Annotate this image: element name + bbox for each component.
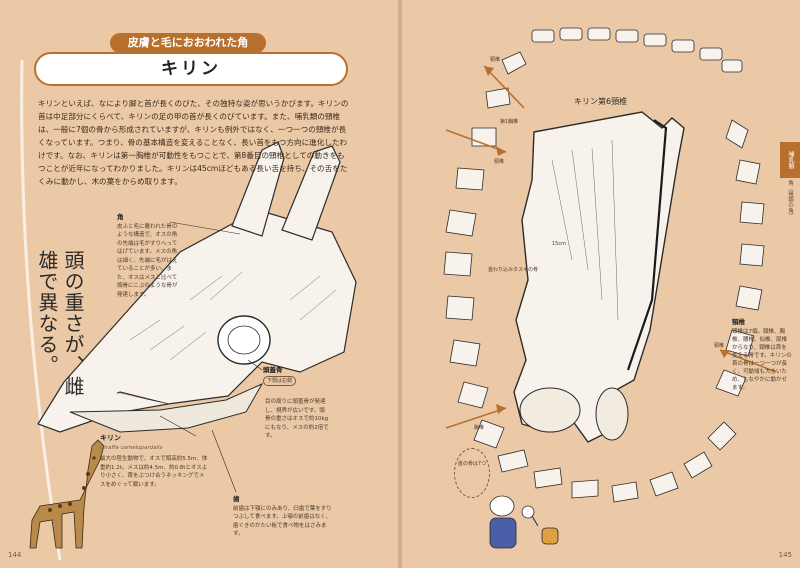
callout-neck-label: 頸椎	[732, 318, 745, 326]
page-number-left: 144	[8, 551, 22, 559]
label-neck-3: 頸椎	[714, 343, 725, 349]
species-name: キリン	[100, 434, 121, 442]
page-title: キリン	[34, 52, 348, 86]
left-page: 皮膚と毛におおわれた角 キリン キリンといえば、なにより脚と首が長くのびた、その…	[0, 0, 398, 568]
species-latin: Giraffa camelopardalis	[100, 444, 163, 451]
callout-skull-text: 目の周りに頭蓋骨が発達し、視界が広いです。頭骨の重さはオスで約10kgにもなり、…	[265, 399, 329, 439]
species-text: 最大の陸生動物で、オスで頭高約5.5m、体重約1.2t。メスは約4.5m、約0.…	[100, 456, 208, 488]
category-pill: 皮膚と毛におおわれた角	[110, 33, 266, 53]
callout-neck-vertebra: 頸椎 頸椎は7個。頸椎、胸椎、腰椎、仙椎、尾椎からなり、頸椎は首を支える骨です。…	[732, 318, 792, 392]
callout-horn-label: 角	[117, 213, 124, 221]
giraffe-skull-illustration	[20, 59, 357, 561]
vertical-heading: 頭の重さが、雌雄で異なる。	[35, 250, 85, 397]
right-page: キリン第6頸椎 頸椎 第1胸椎 頸椎 胸椎 頸椎 首わり込みタスキの骨 15cm…	[402, 0, 800, 568]
speech-bubble: 首の骨は7つ	[454, 448, 490, 498]
page-number-right: 145	[778, 551, 792, 559]
label-muscle-mark: 首わり込みタスキの骨	[488, 267, 539, 273]
callout-skull-label: 頭蓋骨	[263, 366, 283, 374]
callout-horn-text: 皮ふと毛に覆われた骨のような構造で、オスの角の先端は毛がすりへってはげています。…	[117, 223, 178, 298]
side-index-subtab: 角（骨類の角）	[787, 180, 793, 219]
body-paragraph: キリンといえば、なにより脚と首が長くのびた、その独特な姿が思いうかびます。キリン…	[38, 99, 349, 186]
label-thoracic: 胸椎	[474, 425, 485, 431]
callout-neck-text: 頸椎は7個。頸椎、胸椎、腰椎、仙椎、尾椎からなり、頸椎は首を支える骨です。キリン…	[732, 329, 792, 391]
label-neck-2: 頸椎	[494, 159, 505, 165]
label-first-thoracic: 第1胸椎	[500, 119, 519, 125]
side-index-tab: 哺乳類	[780, 142, 800, 178]
label-neck-top: 頸椎	[490, 57, 501, 63]
callout-teeth: 歯 前歯は下顎にのみあり、臼歯で葉をすりつぶして食べます。上顎の前歯はなく、歯ぐ…	[233, 495, 333, 539]
callout-teeth-text: 前歯は下顎にのみあり、臼歯で葉をすりつぶして食べます。上顎の前歯はなく、歯ぐきの…	[233, 505, 332, 538]
giraffe-figure	[29, 439, 105, 549]
gutter	[398, 0, 402, 568]
callout-skull-sub: 下顎は右側	[263, 375, 297, 386]
explorer-figure	[489, 495, 559, 549]
callout-species: キリン Giraffa camelopardalis 最大の陸生動物で、オスで頭…	[100, 434, 208, 489]
callout-teeth-label: 歯	[233, 495, 240, 503]
vertebrae-ring-illustration	[443, 27, 777, 549]
figure-title: キリン第6頸椎	[574, 97, 628, 106]
callout-horn: 角 皮ふと毛に覆われた骨のような構造で、オスの角の先端は毛がすりへってはげていま…	[117, 213, 179, 299]
callout-skull: 頭蓋骨 下顎は右側	[263, 366, 321, 388]
label-size-mark: 15cm	[552, 241, 566, 247]
